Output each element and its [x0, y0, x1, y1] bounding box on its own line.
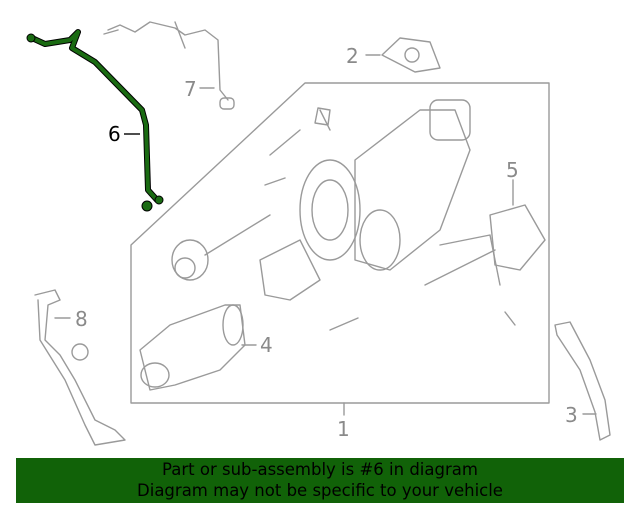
callout-5[interactable]: 5 [506, 158, 519, 182]
part-7-hose[interactable] [103, 21, 229, 101]
part-6-oil-line[interactable] [26, 29, 164, 212]
banner-line-1: Part or sub-assembly is #6 in diagram [162, 460, 478, 479]
banner-line-2: Diagram may not be specific to your vehi… [137, 481, 503, 500]
part-1-turbocharger[interactable] [171, 99, 516, 331]
callout-8[interactable]: 8 [75, 307, 88, 331]
part-4-elbow[interactable] [139, 304, 246, 391]
callout-1[interactable]: 1 [337, 417, 350, 441]
part-7-end [219, 97, 235, 110]
callout-7[interactable]: 7 [184, 77, 197, 101]
part-3-bracket[interactable] [554, 321, 611, 441]
callout-2[interactable]: 2 [346, 44, 359, 68]
gasket-hole [404, 47, 420, 63]
callout-4[interactable]: 4 [260, 333, 273, 357]
part-2-gasket[interactable] [381, 37, 441, 73]
part-5-actuator[interactable] [424, 204, 546, 286]
part-8-pipe[interactable] [34, 289, 126, 446]
callout-3[interactable]: 3 [565, 403, 578, 427]
info-banner: Part or sub-assembly is #6 in diagram Di… [16, 458, 624, 503]
callout-6[interactable]: 6 [108, 122, 121, 146]
assembly-frame [130, 82, 550, 404]
